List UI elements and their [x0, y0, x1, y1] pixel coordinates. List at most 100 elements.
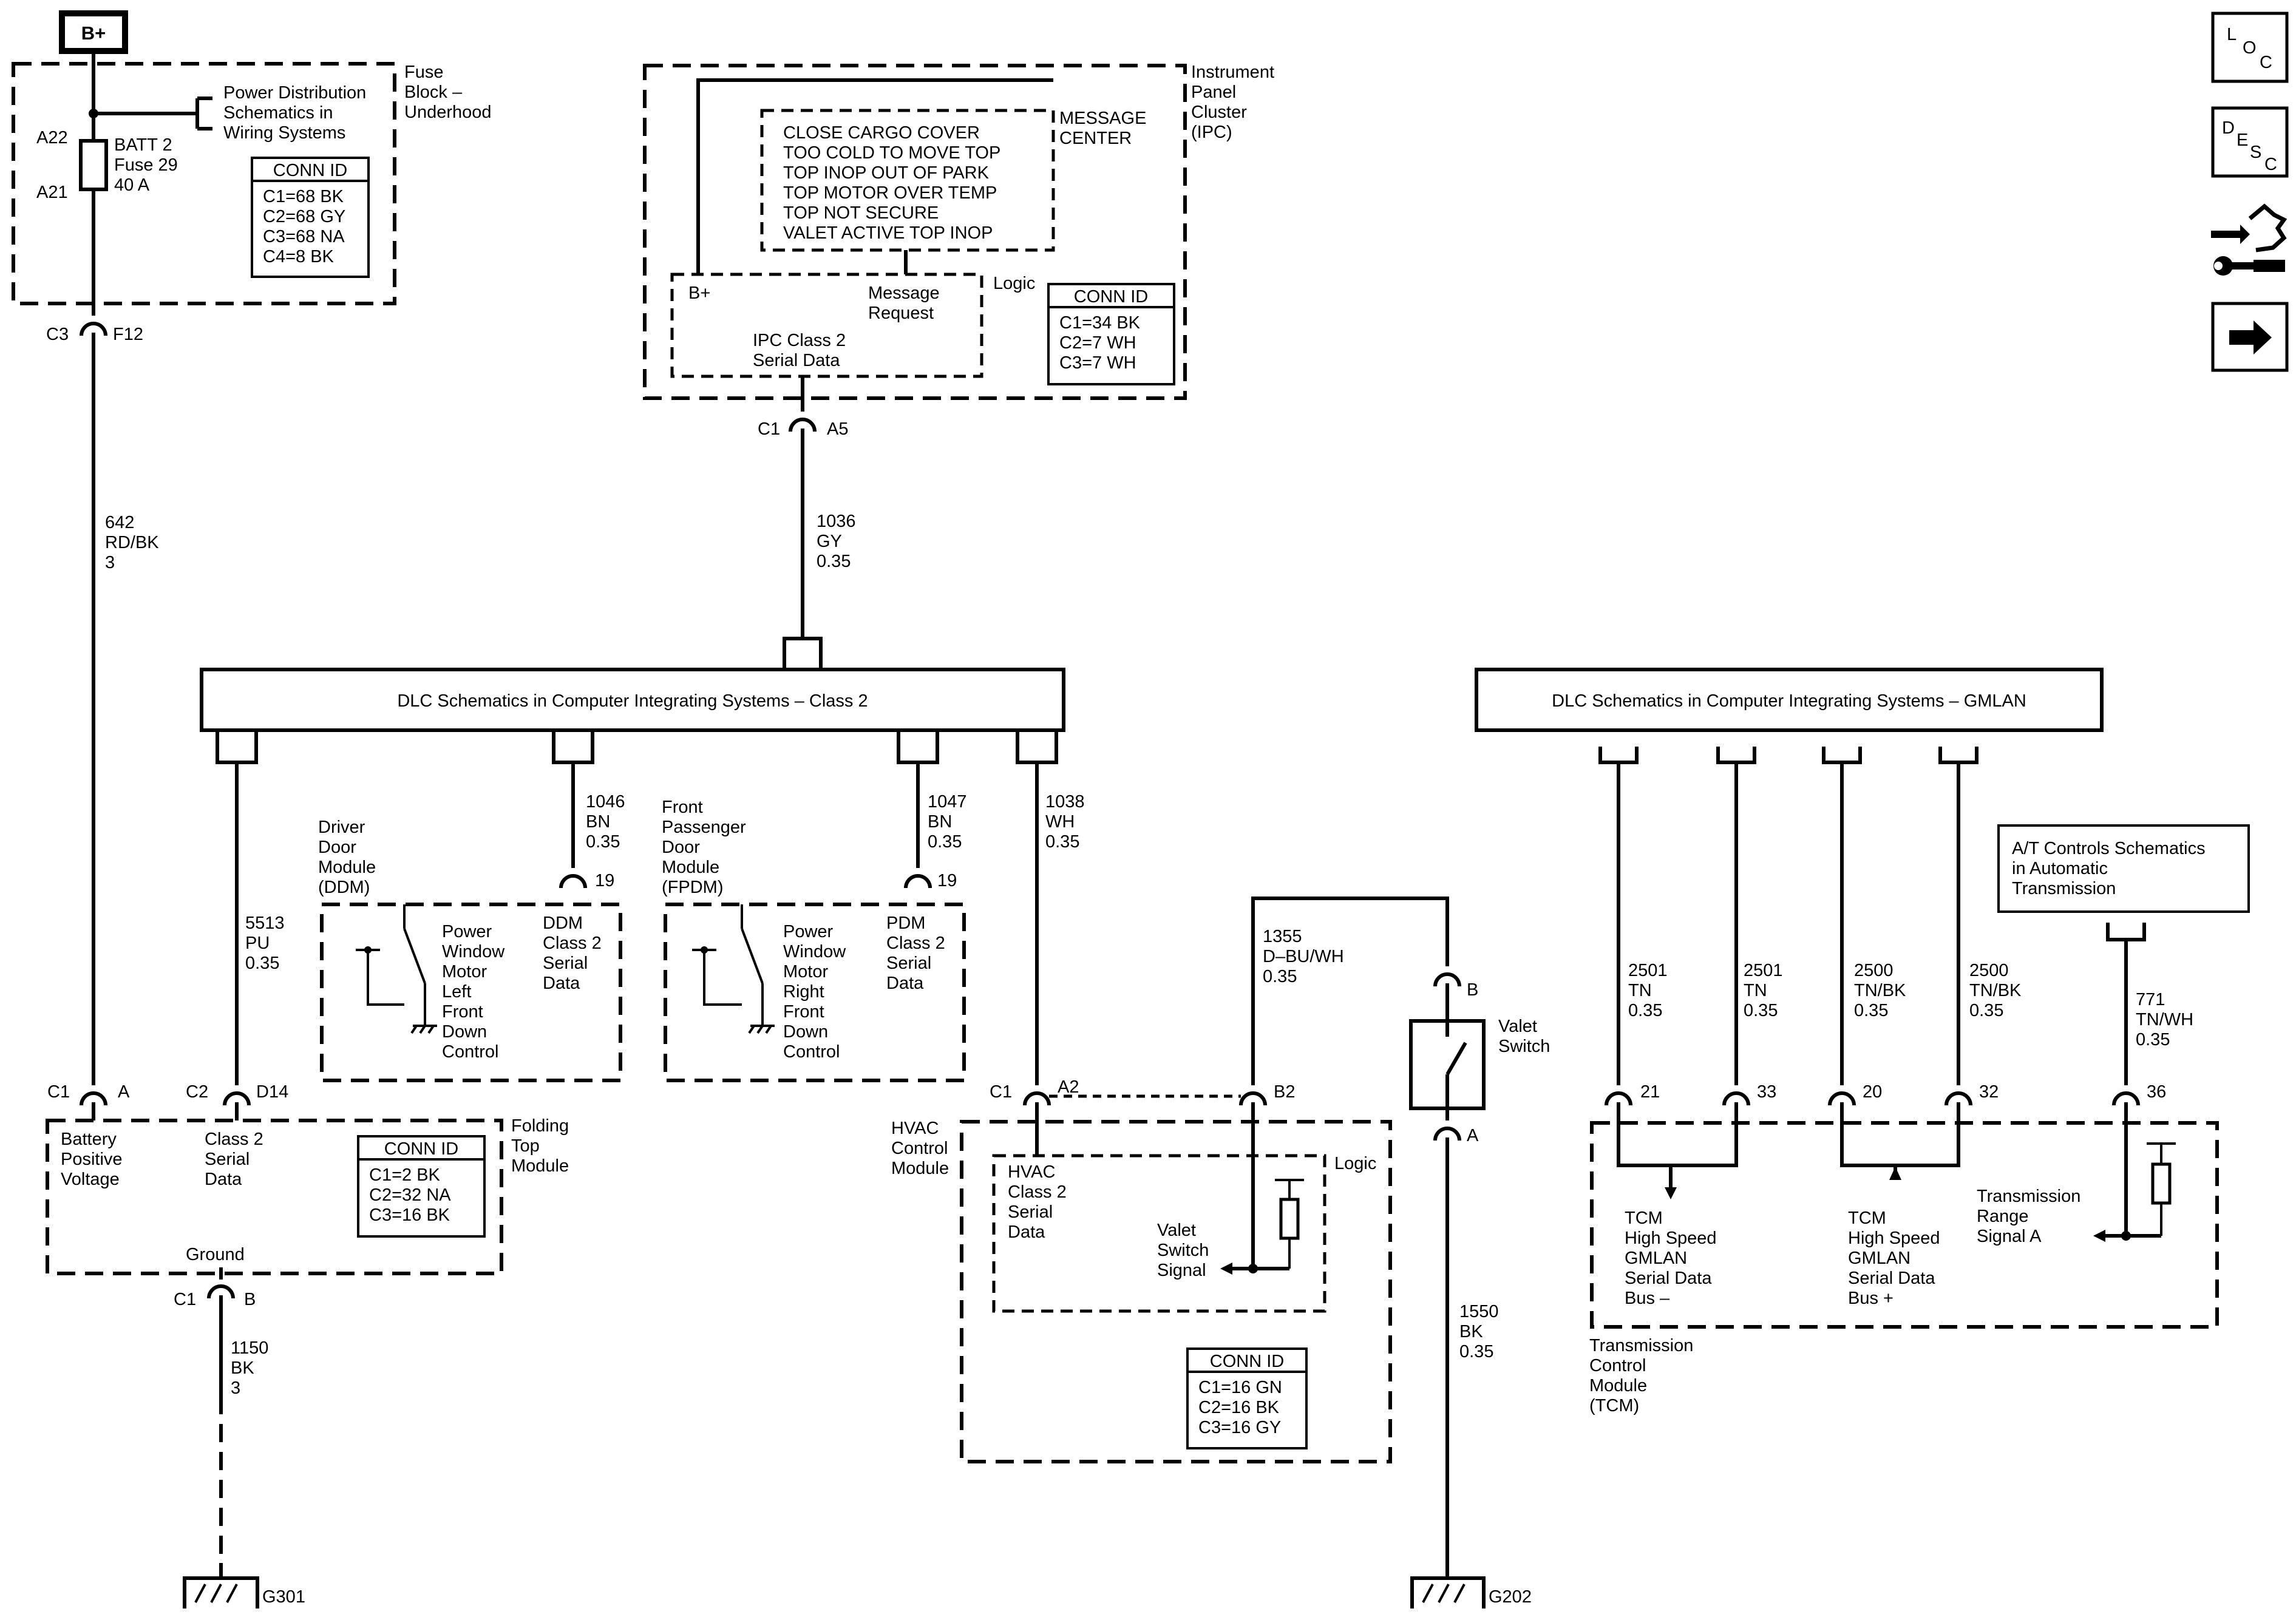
- fuse-pin-a21: A21: [36, 183, 68, 202]
- svg-text:E: E: [2237, 131, 2248, 150]
- fuse-block-conn-id: [251, 157, 370, 278]
- svg-text:MESSAGE: MESSAGE: [1059, 109, 1146, 128]
- svg-text:CONN ID: CONN ID: [1074, 287, 1148, 307]
- svg-text:B+: B+: [688, 283, 710, 303]
- svg-text:DDM: DDM: [543, 914, 583, 933]
- svg-text:C2: C2: [186, 1082, 208, 1102]
- svg-text:Data: Data: [543, 974, 580, 993]
- diagnostic-tools-icon[interactable]: [2211, 203, 2288, 276]
- svg-text:BK: BK: [1459, 1322, 1483, 1341]
- svg-text:1038: 1038: [1045, 792, 1085, 812]
- svg-text:32: 32: [1979, 1082, 1999, 1102]
- svg-text:B: B: [1467, 980, 1478, 1000]
- ddm-title: Driver Door Module (DDM): [318, 818, 376, 897]
- wire-1355-label: 1355 D–BU/WH 0.35: [1263, 927, 1344, 986]
- svg-text:Switch: Switch: [1498, 1037, 1550, 1056]
- svg-text:0.35: 0.35: [817, 552, 851, 571]
- svg-text:Positive: Positive: [61, 1150, 123, 1169]
- svg-text:Serial: Serial: [886, 954, 931, 973]
- svg-text:0.35: 0.35: [2136, 1030, 2170, 1049]
- svg-text:Module: Module: [1589, 1376, 1647, 1395]
- hvac-class2-label: HVAC Class 2 Serial Data: [1008, 1162, 1067, 1242]
- at-ref-terminal: [2106, 923, 2146, 941]
- svg-text:C1: C1: [47, 1082, 70, 1102]
- at-controls-ref-label: A/T Controls Schematics in Automatic Tra…: [2012, 839, 2206, 898]
- svg-text:C: C: [2264, 155, 2277, 174]
- next-page-button[interactable]: [2211, 302, 2289, 372]
- svg-text:Module: Module: [318, 858, 376, 877]
- svg-text:Door: Door: [662, 838, 700, 857]
- ipc-outline: [643, 64, 1187, 400]
- svg-text:A: A: [118, 1082, 130, 1102]
- wire-2500-a-label: 2500 TN/BK 0.35: [1854, 961, 1906, 1020]
- ddm-motor-label: Power Window Motor Left Front Down Contr…: [442, 922, 505, 1062]
- description-view-button[interactable]: D E S C: [2211, 106, 2289, 178]
- ipc-title: Instrument Panel Cluster (IPC): [1191, 63, 1274, 142]
- svg-text:Schematics in: Schematics in: [223, 103, 333, 123]
- wire-2500-b-label: 2500 TN/BK 0.35: [1969, 961, 2022, 1020]
- message-center-box: [760, 109, 1055, 252]
- hvac-outline: [960, 1120, 1392, 1463]
- svg-text:Block –: Block –: [404, 83, 463, 102]
- wire-1036-label: 1036 GY 0.35: [817, 512, 856, 571]
- svg-text:0.35: 0.35: [1628, 1001, 1662, 1020]
- svg-text:2500: 2500: [1969, 961, 2009, 980]
- svg-text:Power Distribution: Power Distribution: [223, 83, 366, 103]
- dlc-class2-box[interactable]: [200, 668, 1065, 732]
- at-controls-ref-box[interactable]: [1997, 824, 2250, 913]
- svg-text:IPC Class 2: IPC Class 2: [753, 331, 846, 350]
- ground-g202-label: G202: [1489, 1587, 1532, 1607]
- svg-text:Module: Module: [891, 1159, 949, 1178]
- svg-text:0.35: 0.35: [586, 832, 620, 852]
- svg-text:PU: PU: [245, 934, 270, 953]
- svg-text:S: S: [2250, 143, 2261, 162]
- svg-text:CENTER: CENTER: [1059, 129, 1132, 148]
- svg-text:Control: Control: [1589, 1356, 1646, 1375]
- svg-text:TOO COLD TO MOVE TOP: TOO COLD TO MOVE TOP: [783, 143, 1000, 163]
- svg-text:WH: WH: [1045, 812, 1075, 832]
- svg-text:Power: Power: [783, 922, 834, 941]
- svg-text:C: C: [2260, 53, 2272, 72]
- ground-g301-label: G301: [262, 1587, 305, 1607]
- svg-text:Passenger: Passenger: [662, 818, 746, 837]
- tcm-bus-minus-label: TCM High Speed GMLAN Serial Data Bus –: [1625, 1209, 1717, 1308]
- svg-text:5513: 5513: [245, 914, 285, 933]
- svg-text:C2=16 BK: C2=16 BK: [1198, 1398, 1280, 1417]
- svg-text:O: O: [2243, 38, 2257, 58]
- svg-text:Class 2: Class 2: [886, 934, 945, 953]
- svg-text:Underhood: Underhood: [404, 103, 492, 122]
- svg-text:33: 33: [1757, 1082, 1776, 1102]
- svg-text:High Speed: High Speed: [1848, 1229, 1940, 1248]
- location-view-button[interactable]: L O C: [2211, 12, 2289, 83]
- svg-text:B2: B2: [1274, 1082, 1295, 1102]
- ipc-logic-label: Logic: [993, 274, 1035, 293]
- svg-text:L: L: [2227, 25, 2237, 44]
- fpdm-window-switch-icon: [692, 904, 775, 1034]
- dlc-terminal-1047: [897, 730, 939, 764]
- svg-text:Left: Left: [442, 982, 471, 1002]
- connector-ddm-19: [561, 876, 585, 888]
- dlc-gmlan-box[interactable]: [1475, 668, 2104, 732]
- svg-text:Serial: Serial: [543, 954, 588, 973]
- svg-text:C1=68 BK: C1=68 BK: [263, 187, 344, 206]
- hvac-conn-id: [1186, 1348, 1308, 1449]
- svg-text:2501: 2501: [1628, 961, 1668, 980]
- svg-text:in Automatic: in Automatic: [2012, 859, 2108, 878]
- svg-text:D14: D14: [256, 1082, 288, 1102]
- tcm-bus-minus-wire: [1617, 1102, 1738, 1167]
- svg-text:C1: C1: [758, 419, 780, 439]
- svg-text:Battery: Battery: [61, 1130, 117, 1149]
- svg-text:B: B: [244, 1290, 256, 1309]
- svg-text:C3=7 WH: C3=7 WH: [1059, 353, 1136, 373]
- svg-text:Window: Window: [783, 942, 846, 961]
- svg-text:(FPDM): (FPDM): [662, 878, 723, 897]
- fuse-pin-a22: A22: [36, 128, 68, 147]
- svg-text:2501: 2501: [1744, 961, 1783, 980]
- svg-text:Window: Window: [442, 942, 505, 961]
- svg-text:C2=7 WH: C2=7 WH: [1059, 333, 1136, 353]
- fuse-label: BATT 2 Fuse 29 40 A: [114, 135, 178, 195]
- svg-text:A5: A5: [827, 419, 848, 439]
- svg-text:Front: Front: [662, 798, 703, 817]
- hvac-title: HVAC Control Module: [891, 1119, 949, 1178]
- svg-text:Module: Module: [662, 858, 719, 877]
